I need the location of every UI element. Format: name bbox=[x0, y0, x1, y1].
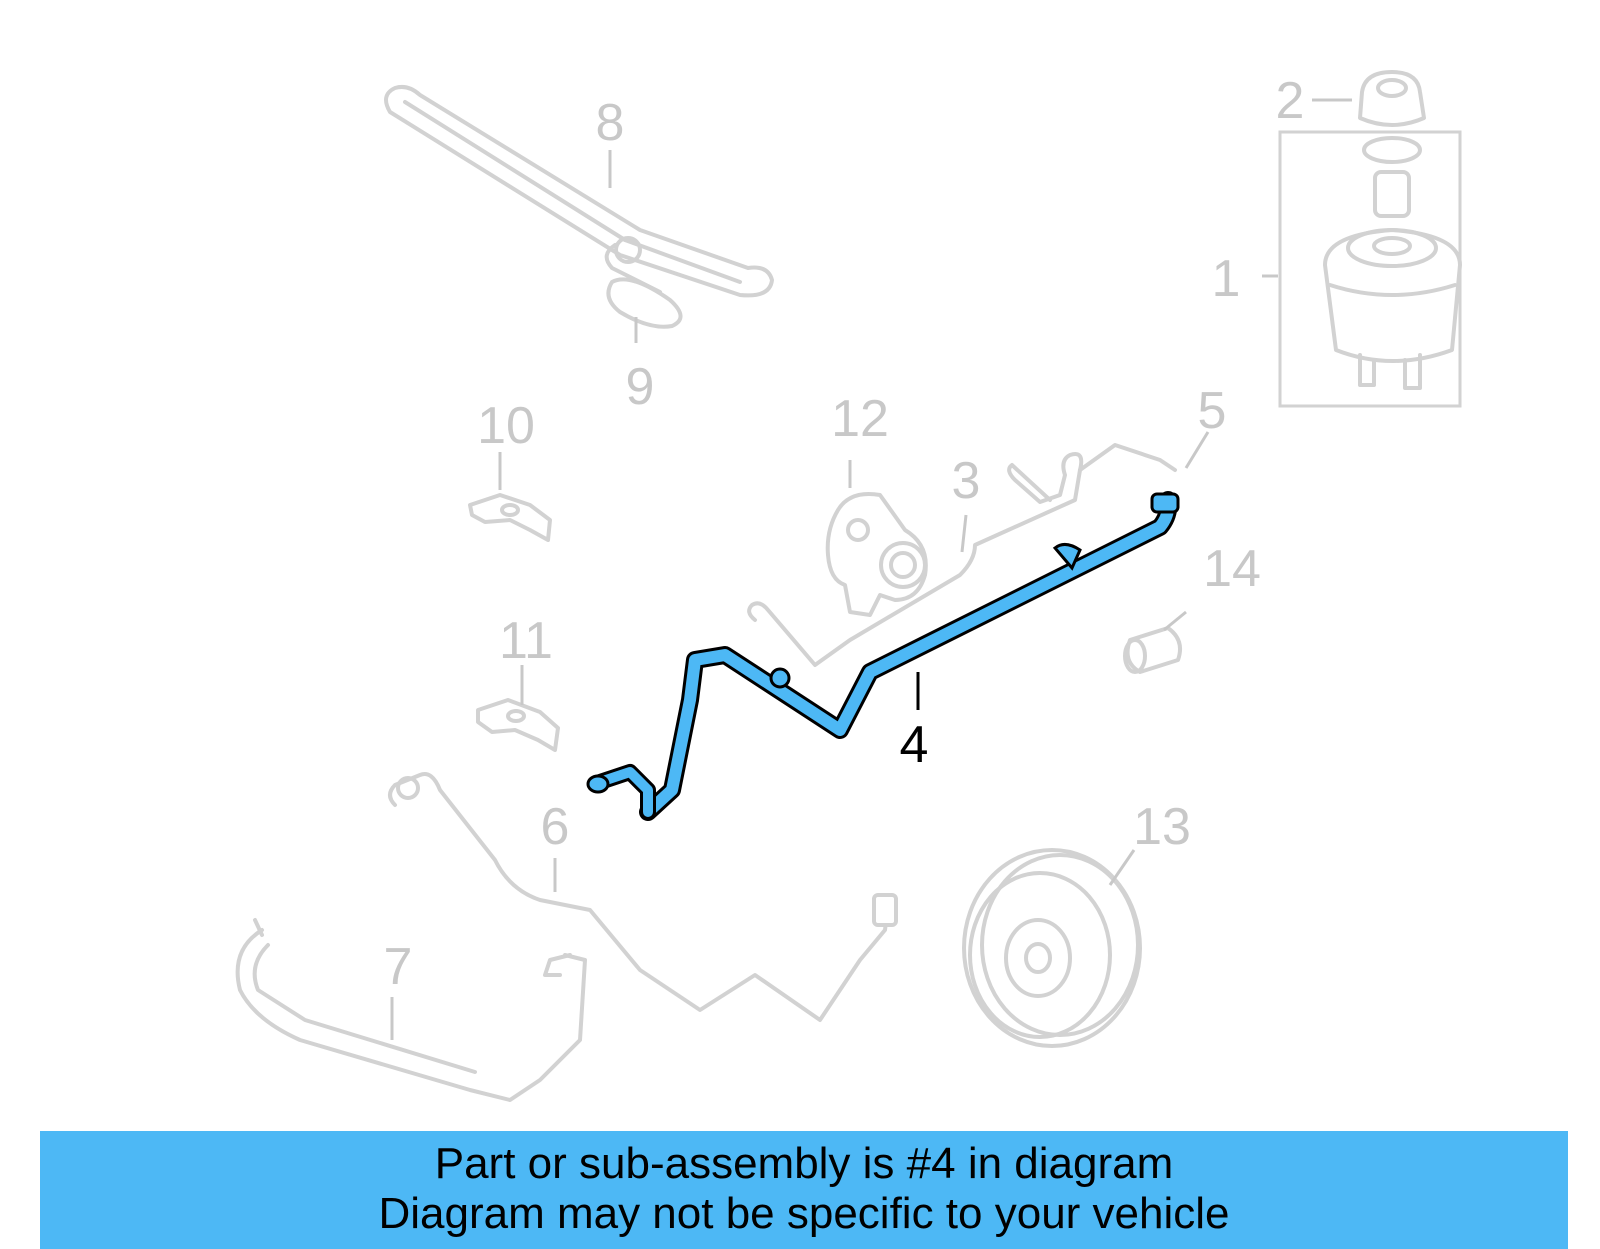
callout-13: 13 bbox=[1133, 798, 1191, 856]
part-9-grommet bbox=[606, 277, 683, 329]
callout-7: 7 bbox=[384, 938, 413, 996]
callout-labels: 1 2 3 4 5 6 7 8 9 10 11 12 13 14 bbox=[384, 72, 1305, 996]
callout-11: 11 bbox=[499, 612, 553, 670]
part-8-bracket bbox=[384, 84, 774, 298]
part-14-bushing bbox=[1123, 626, 1182, 674]
callout-1: 1 bbox=[1212, 250, 1241, 308]
callout-2: 2 bbox=[1276, 72, 1305, 130]
leader-lines bbox=[390, 98, 1352, 1040]
part-10-clamp bbox=[468, 493, 552, 542]
part-12-pump bbox=[825, 492, 928, 617]
info-banner: Part or sub-assembly is #4 in diagram Di… bbox=[40, 1131, 1568, 1249]
callout-3: 3 bbox=[952, 452, 981, 510]
part-11-clamp bbox=[476, 698, 560, 752]
part-6-hose bbox=[388, 772, 898, 1022]
part-1-reservoir bbox=[1278, 130, 1462, 408]
callout-6: 6 bbox=[541, 798, 570, 856]
callout-12: 12 bbox=[831, 390, 889, 448]
callout-5: 5 bbox=[1198, 382, 1227, 440]
part-2-cap bbox=[1358, 70, 1426, 127]
callout-14: 14 bbox=[1203, 540, 1261, 598]
callout-8: 8 bbox=[596, 94, 625, 152]
part-7-hose bbox=[235, 918, 587, 1102]
part-13-pulley bbox=[962, 848, 1142, 1048]
banner-line-2: Diagram may not be specific to your vehi… bbox=[378, 1189, 1230, 1238]
part-3-return-line bbox=[747, 443, 1177, 667]
callout-9: 9 bbox=[626, 358, 655, 416]
part-4-pressure-line bbox=[586, 491, 1180, 821]
banner-line-1: Part or sub-assembly is #4 in diagram bbox=[434, 1139, 1174, 1188]
callout-4: 4 bbox=[900, 716, 929, 774]
callout-10: 10 bbox=[477, 397, 535, 455]
